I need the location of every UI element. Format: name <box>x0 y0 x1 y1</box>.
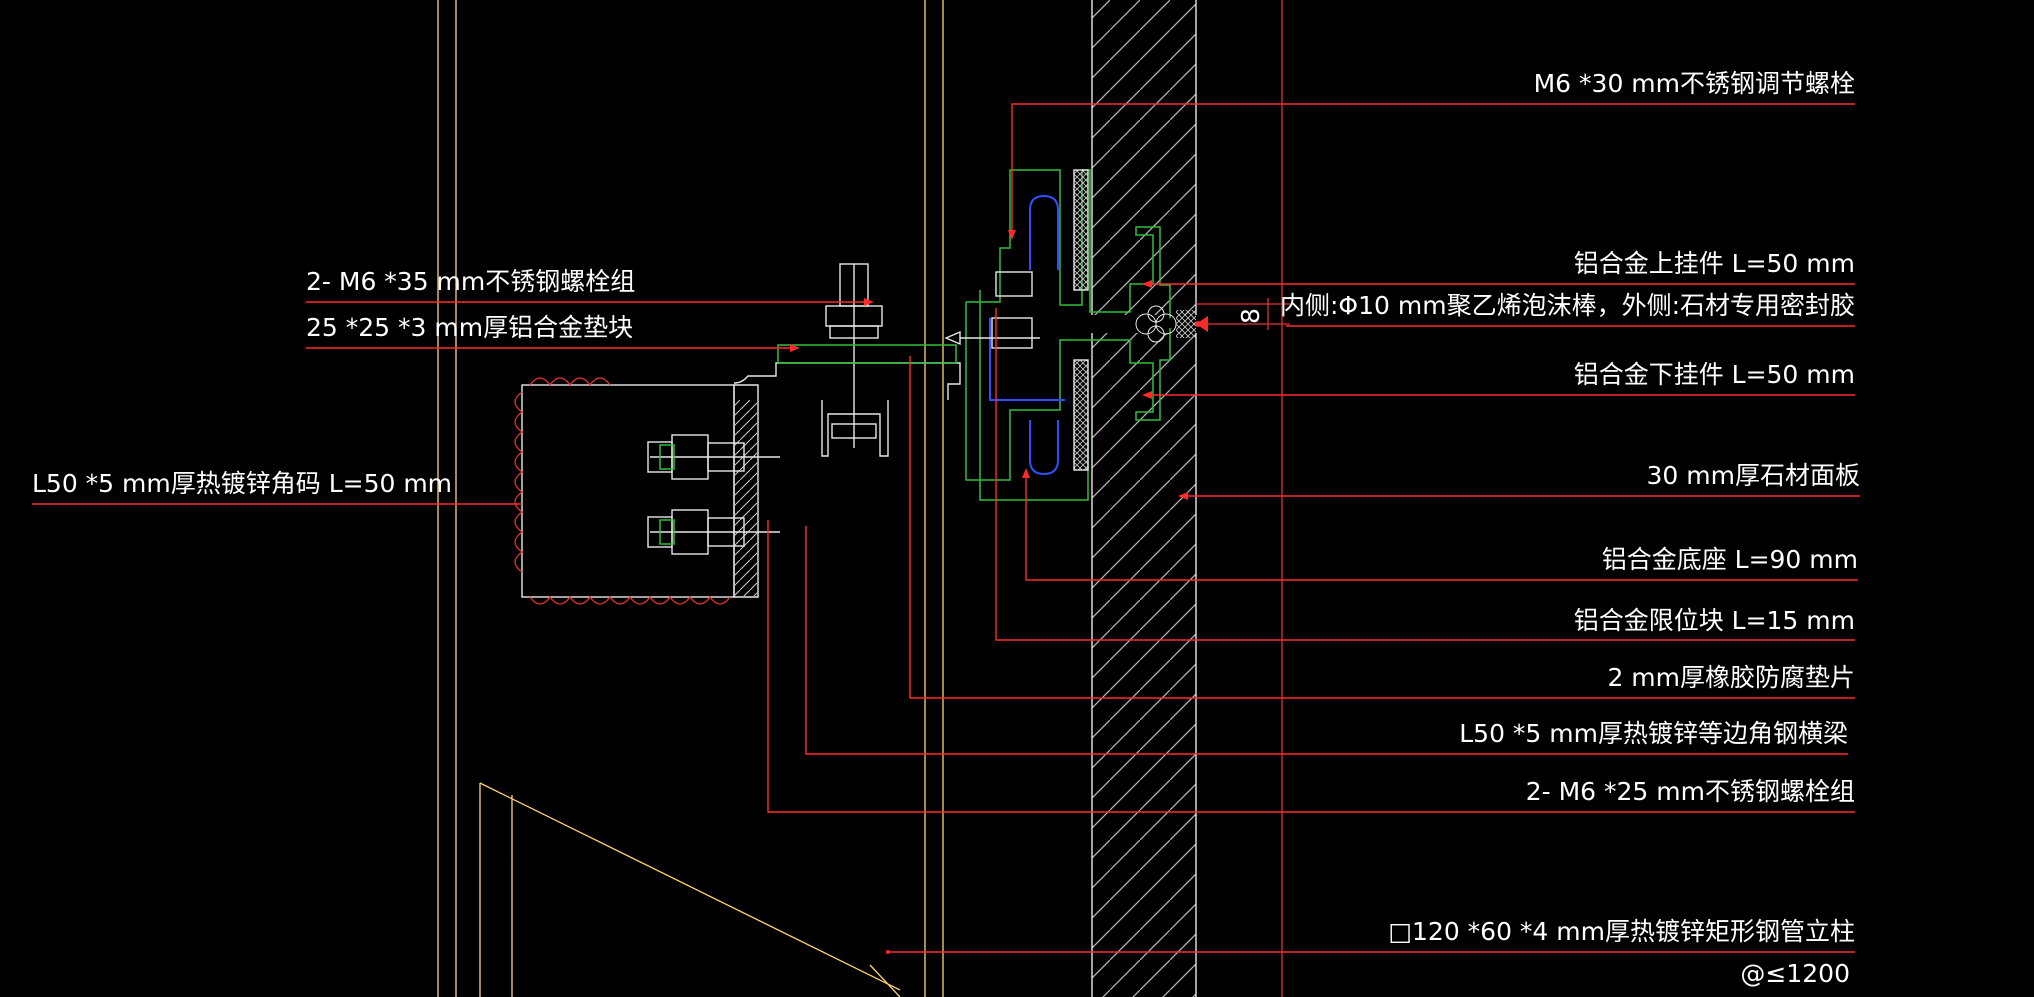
stone-panel-section <box>1088 0 1208 997</box>
angle-code-bracket <box>514 362 961 605</box>
hanger-assembly <box>944 169 1208 501</box>
label-sealant: 内侧:Φ10 mm聚乙烯泡沫棒，外侧:石材专用密封胶 <box>1280 291 1855 320</box>
label-bolt-group-m6x25: 2- M6 *25 mm不锈钢螺栓组 <box>1526 777 1855 806</box>
label-rubber-pad: 2 mm厚橡胶防腐垫片 <box>1607 663 1855 692</box>
label-steel-column: □120 *60 *4 mm厚热镀锌矩形钢管立柱 <box>1388 917 1855 946</box>
labels-layer: M6 *30 mm不锈钢调节螺栓 2- M6 *35 mm不锈钢螺栓组 25 *… <box>32 69 1860 988</box>
steel-column-outline <box>437 0 944 997</box>
bolt-group-m6x35-drawing <box>777 263 957 457</box>
label-upper-hanger: 铝合金上挂件 L=50 mm <box>1574 249 1855 278</box>
gap-dimension: 8 <box>1196 298 1290 330</box>
bolt-group-m6x25-drawing <box>647 434 780 555</box>
label-stop-block: 铝合金限位块 L=15 mm <box>1574 606 1855 635</box>
label-angle-code: L50 *5 mm厚热镀锌角码 L=50 mm <box>32 469 452 498</box>
leader-arrows <box>790 230 1188 954</box>
label-angle-beam: L50 *5 mm厚热镀锌等边角钢横梁 <box>1459 719 1848 748</box>
label-bolt-group-m6x35: 2- M6 *35 mm不锈钢螺栓组 <box>306 267 635 296</box>
label-column-spacing: @≤1200 <box>1740 959 1850 988</box>
label-base: 铝合金底座 L=90 mm <box>1602 545 1858 574</box>
dimension-label: 8 <box>1236 308 1265 324</box>
label-bolt-m6x30: M6 *30 mm不锈钢调节螺栓 <box>1534 69 1855 98</box>
label-lower-hanger: 铝合金下挂件 L=50 mm <box>1574 360 1855 389</box>
leader-lines <box>32 103 1860 953</box>
label-stone-panel: 30 mm厚石材面板 <box>1647 461 1860 490</box>
label-al-pad: 25 *25 *3 mm厚铝合金垫块 <box>306 313 633 342</box>
